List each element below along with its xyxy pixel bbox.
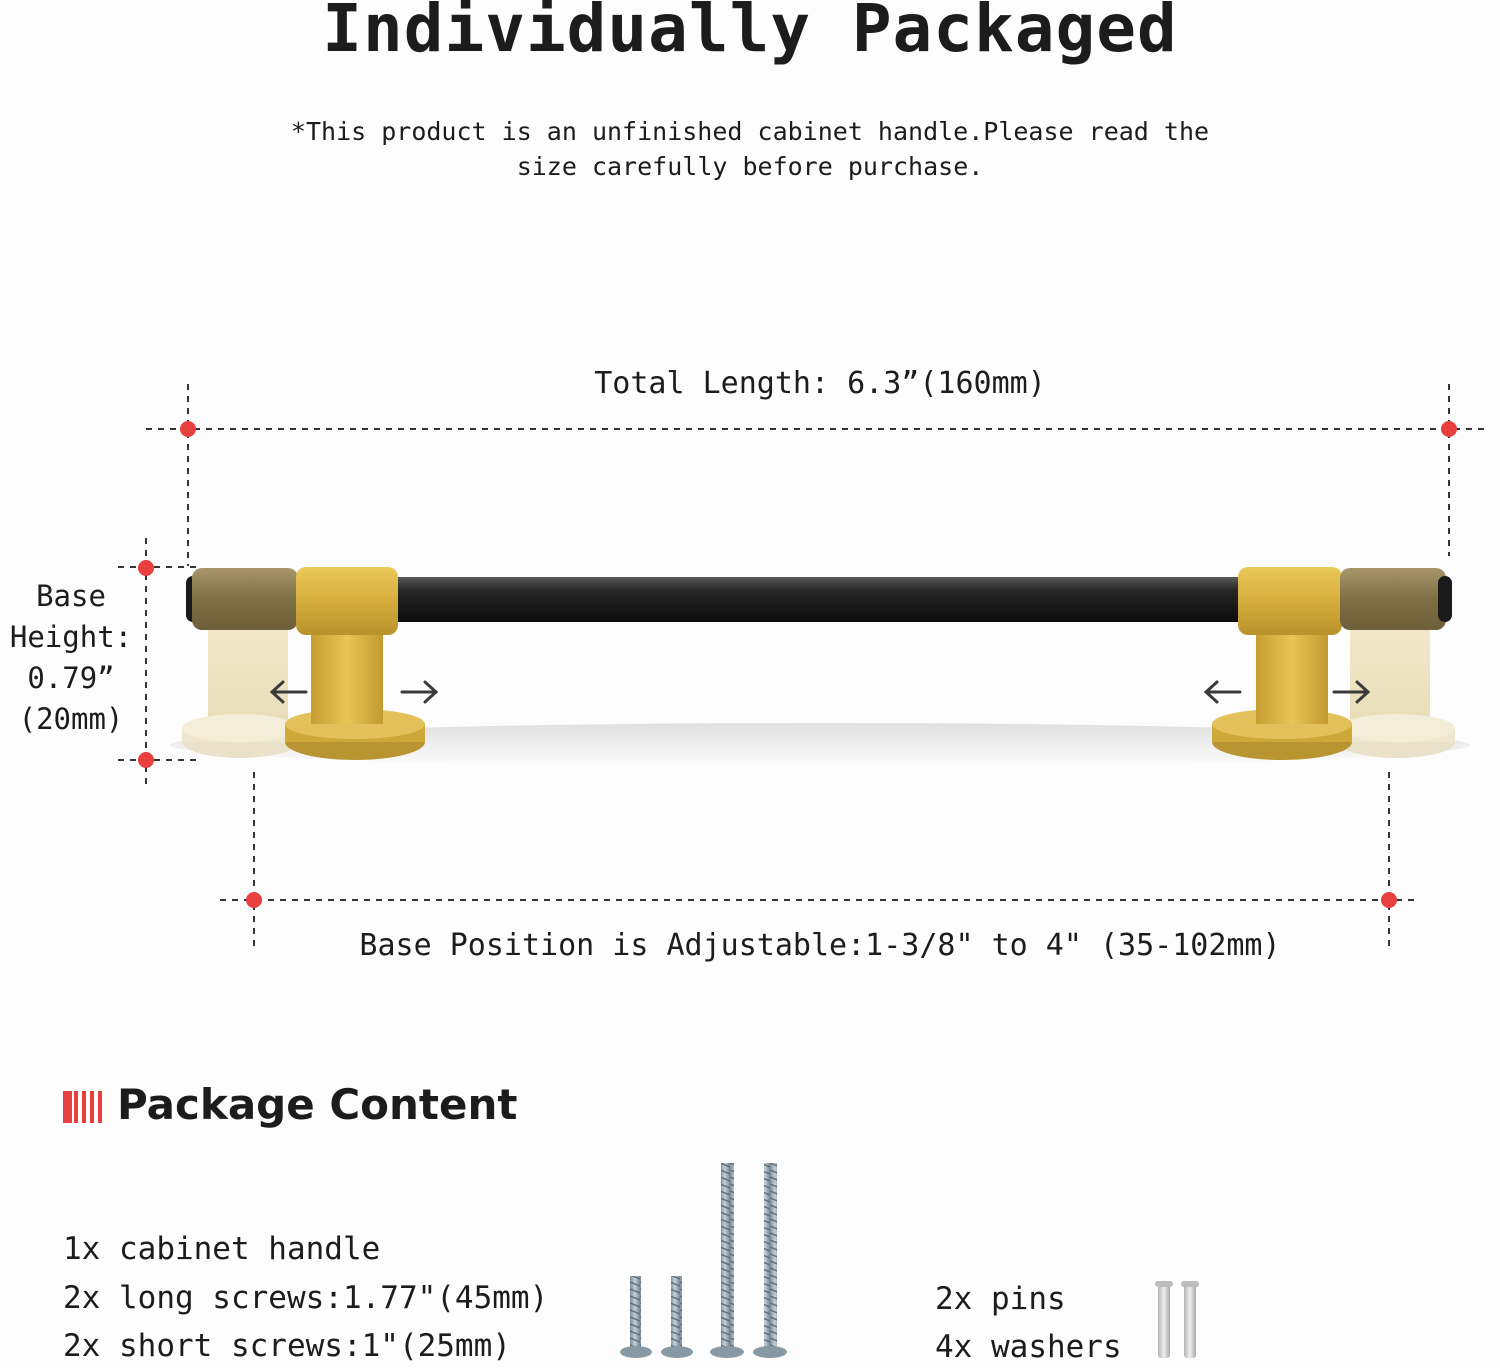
dimension-guides — [118, 384, 1490, 946]
marker-dot — [180, 421, 196, 437]
base-position-label: Base Position is Adjustable:1-3/8" to 4"… — [359, 928, 1281, 963]
gold-collar-right — [1238, 567, 1342, 635]
section-bars-icon — [63, 1091, 102, 1123]
long-screw — [764, 1163, 777, 1348]
bronze-end-cap-left — [192, 568, 298, 630]
package-item-pins: 2x pins — [935, 1281, 1066, 1317]
base-height-line-2: Height: — [9, 620, 133, 654]
marker-dot — [246, 892, 262, 908]
pins-illustration — [1155, 1281, 1199, 1358]
handle-bar — [394, 577, 1244, 622]
bronze-end-cap-right — [1340, 568, 1446, 630]
total-length-label: Total Length: 6.3”(160mm) — [594, 366, 1046, 401]
pin — [1158, 1283, 1170, 1358]
screws-illustration — [620, 1163, 787, 1358]
marker-dot — [138, 752, 154, 768]
disclaimer-line-1: *This product is an unfinished cabinet h… — [290, 117, 1210, 146]
pin — [1184, 1283, 1196, 1358]
dimension-markers — [138, 421, 1457, 908]
handle-shadow — [170, 723, 1470, 767]
short-screw — [671, 1276, 682, 1348]
arrow-left-icon — [1203, 680, 1242, 704]
package-content-title: Package Content — [117, 1080, 518, 1129]
marker-dot — [1381, 892, 1397, 908]
base-height-line-4: (20mm) — [18, 702, 124, 736]
base-height-line-3: 0.79” — [27, 661, 115, 695]
disclaimer-note: *This product is an unfinished cabinet h… — [0, 114, 1500, 184]
arrow-right-icon — [400, 680, 439, 704]
gold-collar-left — [296, 567, 398, 635]
long-screw — [721, 1163, 734, 1348]
adjust-arrows — [269, 680, 1371, 704]
marker-dot — [1441, 421, 1457, 437]
package-item-handle: 1x cabinet handle — [63, 1231, 381, 1267]
package-item-long-screws: 2x long screws:1.77"(45mm) — [63, 1280, 549, 1316]
arrow-right-icon — [1332, 680, 1371, 704]
marker-dot — [138, 560, 154, 576]
disclaimer-line-2: size carefully before purchase. — [516, 152, 984, 181]
base-height-line-1: Base — [36, 579, 106, 613]
cabinet-handle-illustration — [170, 567, 1470, 767]
base-height-label: Base Height: 0.79” (20mm) — [0, 576, 142, 740]
page-title: Individually Packaged — [322, 0, 1178, 67]
package-item-washers: 4x washers — [935, 1329, 1122, 1365]
short-screw — [630, 1276, 641, 1348]
package-item-short-screws: 2x short screws:1"(25mm) — [63, 1328, 511, 1364]
arrow-left-icon — [269, 680, 308, 704]
